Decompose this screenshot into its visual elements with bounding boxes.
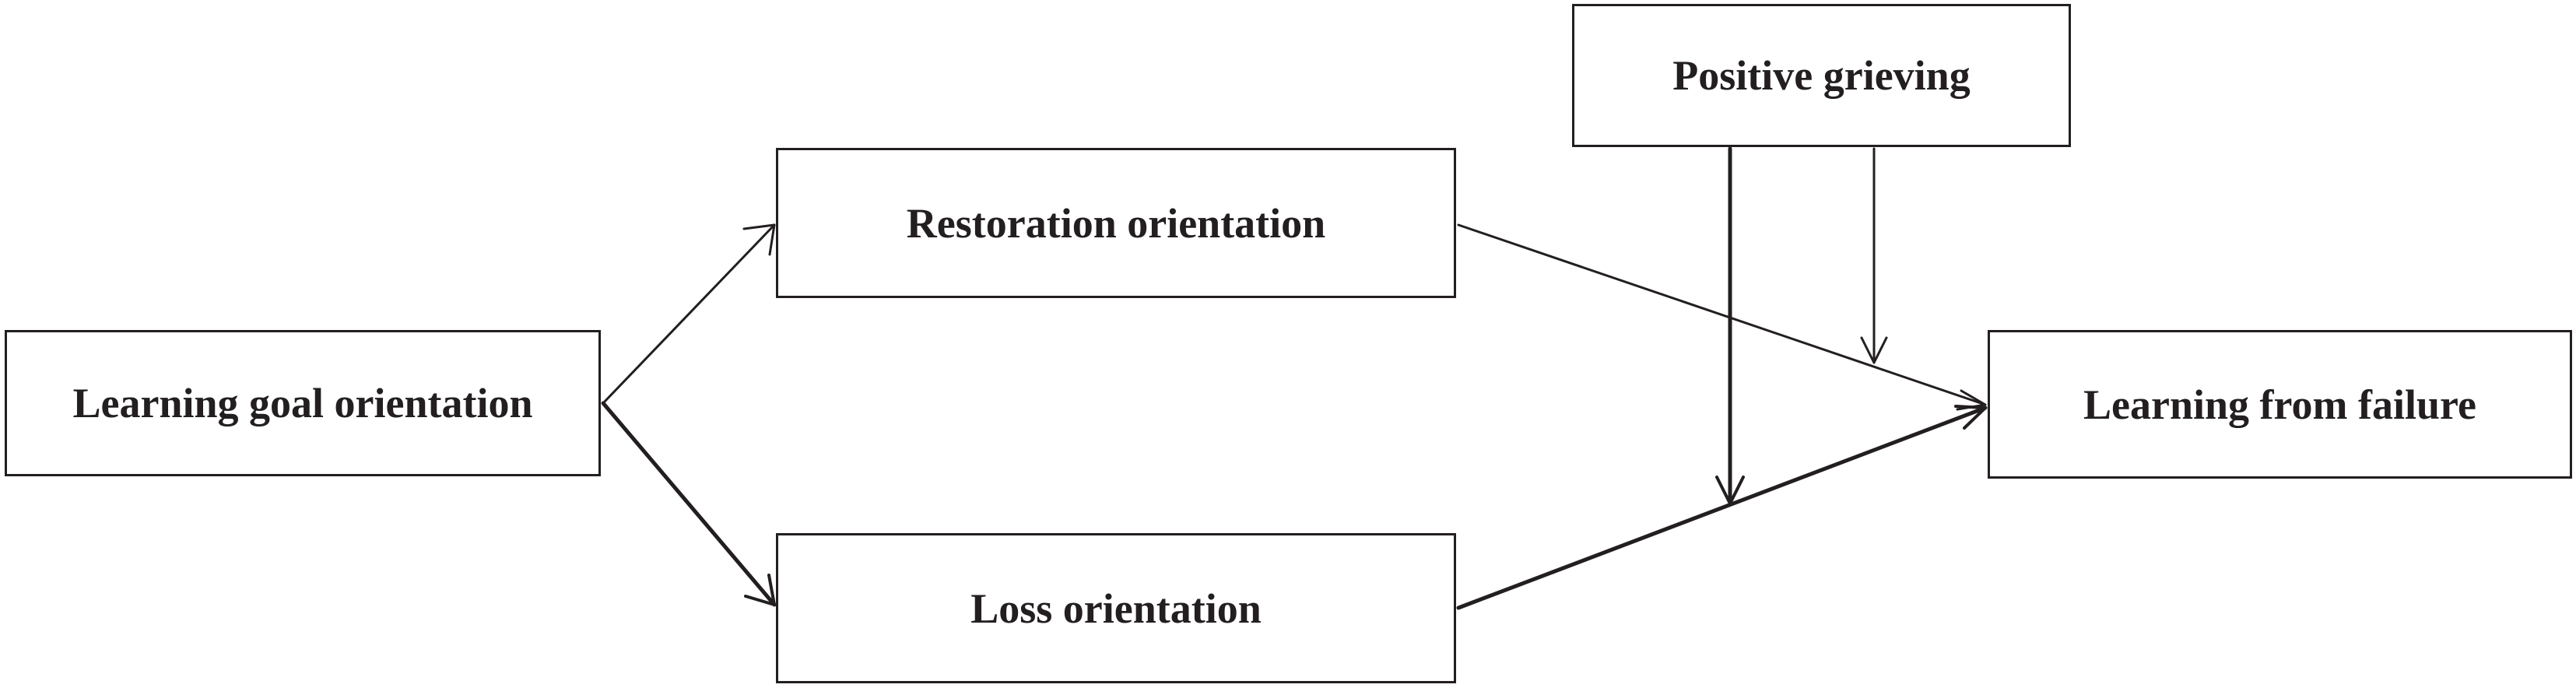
moderation-arrow-restoration-path xyxy=(1860,147,1888,364)
arrow-restoration-to-lff xyxy=(1457,223,1987,411)
node-label-learning-from-failure: Learning from failure xyxy=(2083,381,2476,428)
moderation-arrow-loss-path xyxy=(1715,146,1745,506)
node-positive-grieving: Positive grieving xyxy=(1572,4,2071,147)
node-restoration-orientation: Restoration orientation xyxy=(776,148,1456,298)
node-learning-from-failure: Learning from failure xyxy=(1988,330,2572,479)
node-label-positive-grieving: Positive grieving xyxy=(1672,52,1971,99)
node-learning-goal-orientation: Learning goal orientation xyxy=(5,330,601,476)
arrow-loss-to-lff xyxy=(1456,405,1988,610)
node-label-restoration-orientation: Restoration orientation xyxy=(906,199,1326,247)
node-label-loss-orientation: Loss orientation xyxy=(970,584,1262,632)
arrow-lgo-to-restoration xyxy=(602,223,776,405)
node-loss-orientation: Loss orientation xyxy=(776,533,1456,683)
node-label-learning-goal-orientation: Learning goal orientation xyxy=(72,380,533,426)
arrow-lgo-to-loss xyxy=(601,401,777,607)
